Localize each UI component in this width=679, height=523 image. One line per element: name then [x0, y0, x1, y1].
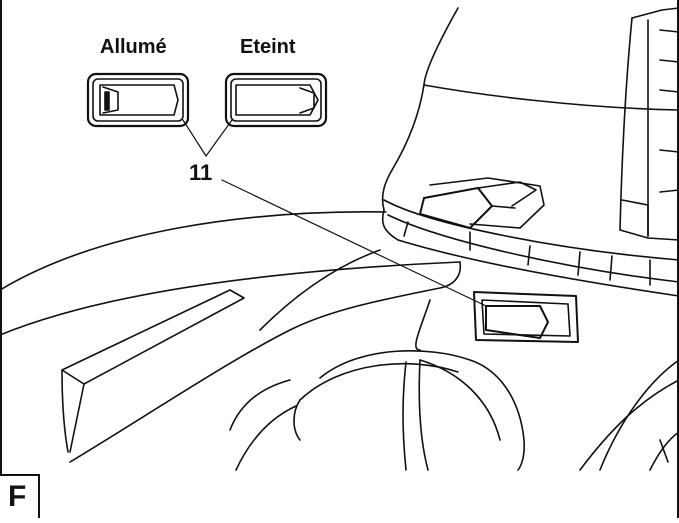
- switch-off-illustration: [224, 72, 328, 128]
- callout-number: 11: [189, 160, 213, 185]
- callout-leaders: [182, 119, 487, 307]
- device-body: [0, 211, 679, 471]
- device-housing: [381, 7, 679, 297]
- latch-illustration: [419, 177, 545, 229]
- switch-on-label: Allumé: [100, 36, 167, 58]
- switch-off-label: Eteint: [240, 36, 296, 58]
- panel-letter: F: [8, 480, 27, 513]
- switch-on-illustration: [86, 72, 190, 128]
- panel-letter-box: F: [0, 474, 40, 518]
- device-rocker-switch: [473, 291, 579, 343]
